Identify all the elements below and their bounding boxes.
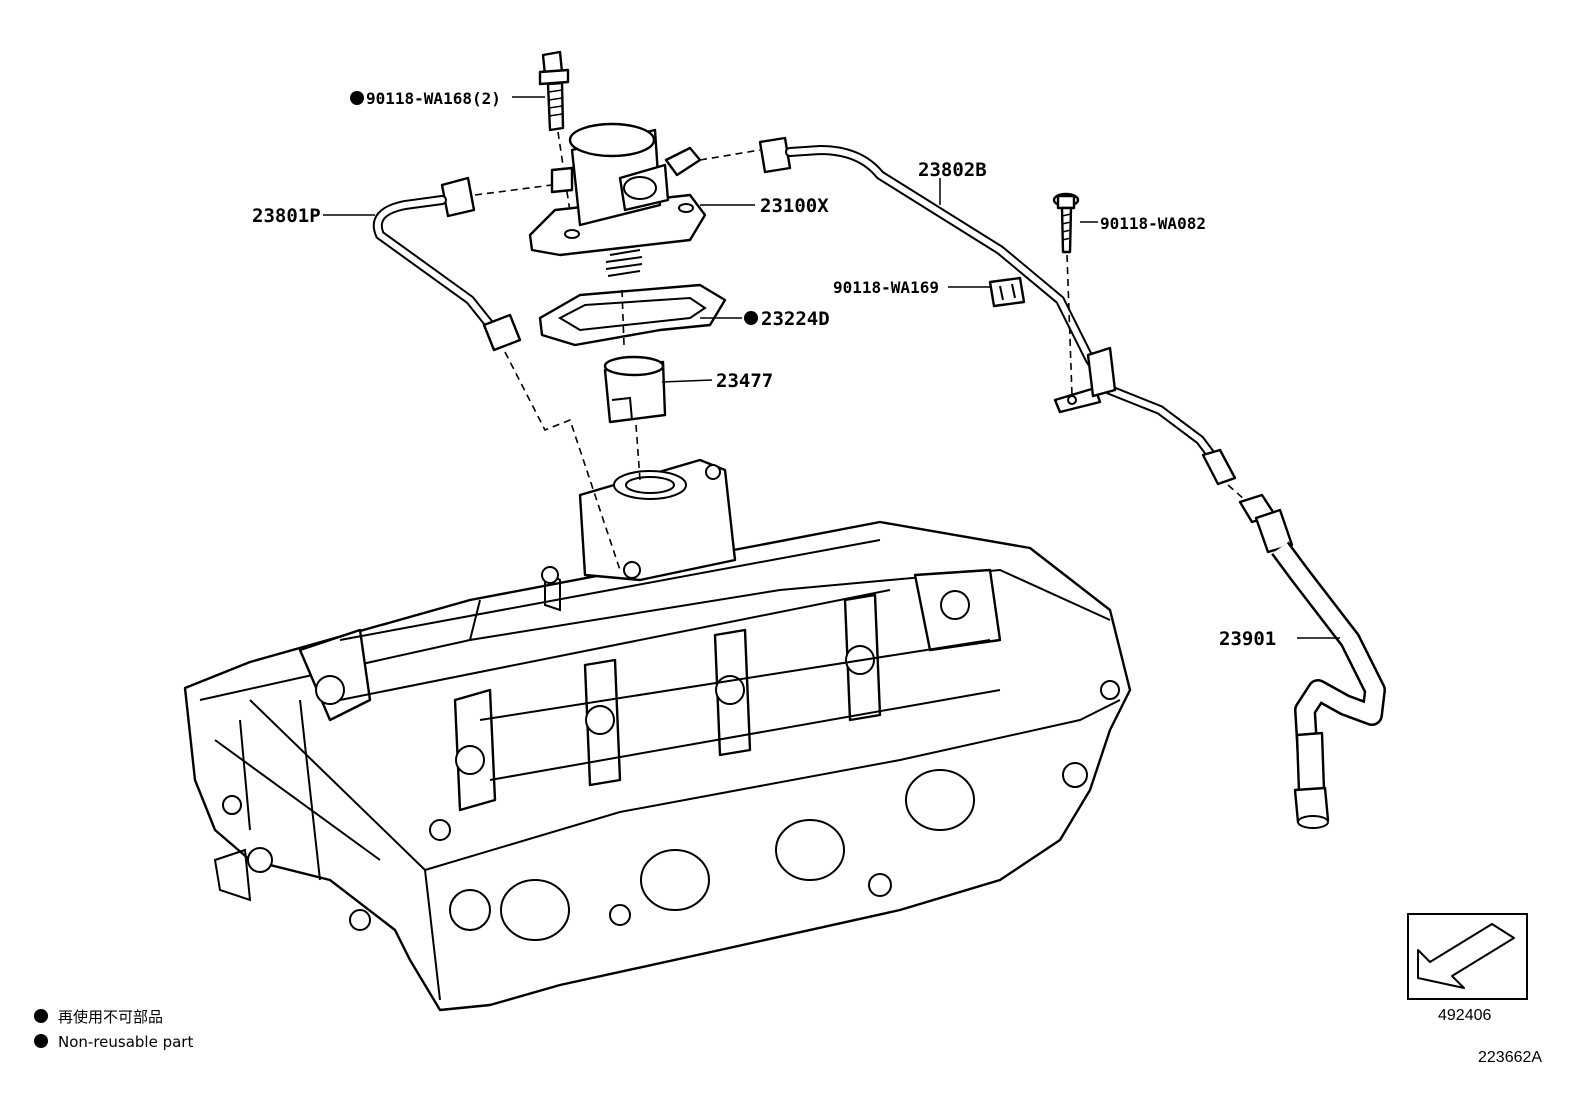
label-hose: 23901	[1219, 628, 1276, 650]
fuel-hose	[1238, 493, 1386, 829]
label-pipe-left: 23801P	[252, 205, 321, 227]
leader-lines	[323, 96, 1340, 639]
label-clip: 90118-WA169	[833, 278, 939, 297]
direction-indicator: 492406	[1407, 913, 1528, 1024]
label-bolt-pump: 90118-WA168(2)	[366, 89, 501, 108]
pump-gasket	[538, 283, 727, 347]
label-lifter: 23477	[716, 370, 773, 392]
non-reusable-marker	[744, 311, 758, 325]
legend-text-en: Non-reusable part	[58, 1033, 193, 1051]
legend-bullet	[34, 1034, 48, 1048]
cylinder-head	[183, 458, 1132, 1012]
pipe-clip	[988, 276, 1026, 308]
direction-code: 492406	[1438, 1007, 1491, 1024]
fuel-pipe-left	[372, 176, 621, 571]
fuel-pipe-right	[699, 136, 1246, 501]
legend: 再使用不可部品 Non-reusable part	[34, 1008, 193, 1051]
label-bolt-clamp: 90118-WA082	[1100, 214, 1206, 233]
label-pipe-right: 23802B	[918, 159, 987, 181]
legend-bullet	[34, 1009, 48, 1023]
arrow-icon	[1417, 923, 1515, 989]
pump-lifter	[603, 355, 667, 481]
part-labels: 90118-WA168(2) 23801P 23100X 23802B 9011…	[252, 89, 1276, 650]
label-gasket: 23224D	[761, 308, 830, 330]
pump-bolt	[538, 50, 573, 226]
legend-text-jp: 再使用不可部品	[58, 1008, 163, 1026]
clamp-bolt	[1052, 192, 1080, 396]
non-reusable-marker	[350, 91, 364, 105]
high-pressure-fuel-pump	[528, 122, 707, 277]
label-pump: 23100X	[760, 195, 829, 217]
combustion-ports	[429, 762, 1088, 941]
diagram-code: 223662A	[1478, 1049, 1542, 1066]
